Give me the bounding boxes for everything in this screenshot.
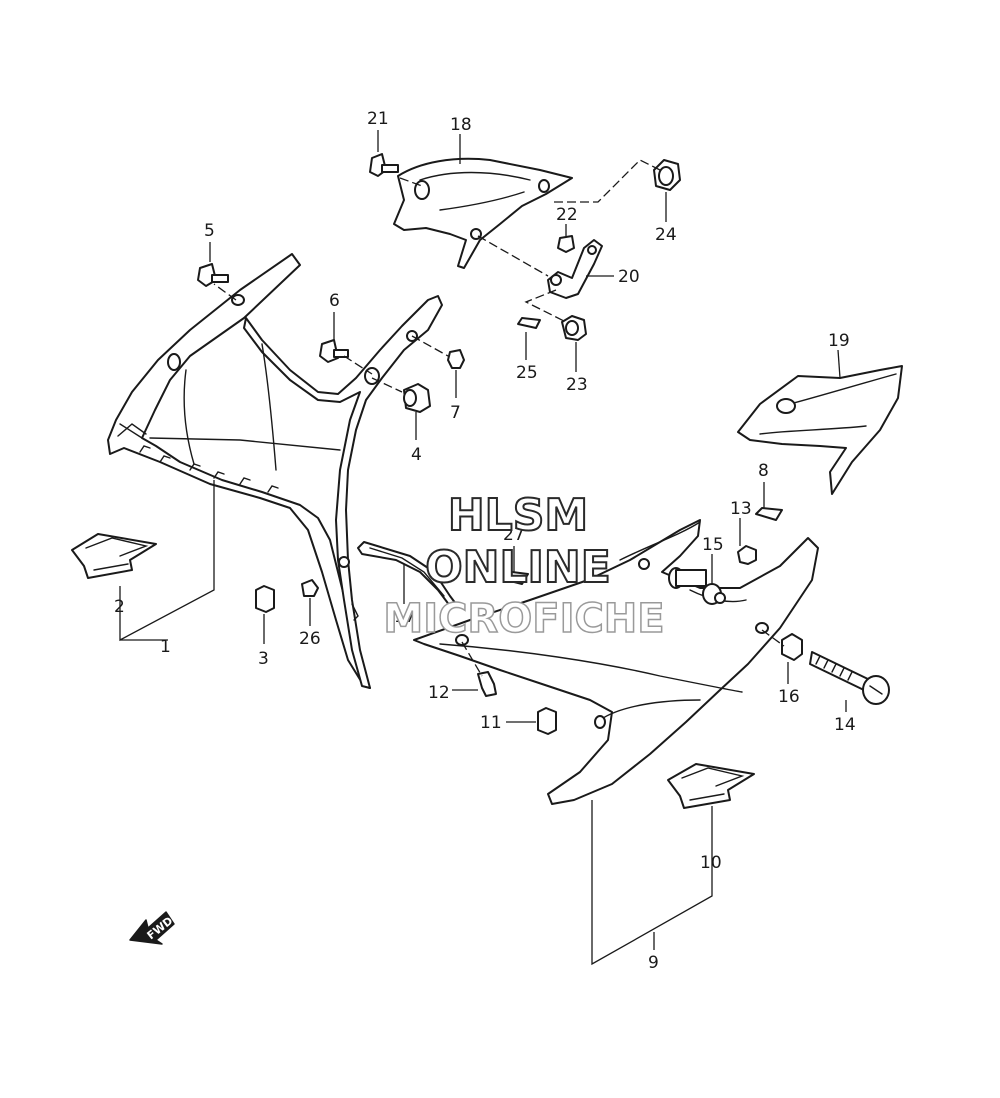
- callout-7: 7: [450, 403, 461, 423]
- callout-16: 16: [778, 687, 800, 707]
- trim-strip: [357, 541, 457, 607]
- callout-4: 4: [411, 445, 422, 465]
- callout-1: 1: [160, 637, 171, 657]
- nut-7: [447, 349, 465, 369]
- grommet-4: [403, 383, 431, 413]
- callout-12: 12: [428, 683, 450, 703]
- callout-19: 19: [828, 331, 850, 351]
- tape-27: [505, 571, 529, 585]
- nut-13: [737, 545, 757, 565]
- callout-3: 3: [258, 649, 269, 669]
- watermark-line-3: MICROFICHE: [383, 596, 664, 642]
- callout-9: 9: [648, 953, 659, 973]
- watermark-line-1: HLSM: [448, 490, 588, 541]
- screw-6: [319, 339, 349, 363]
- callout-5: 5: [204, 221, 215, 241]
- cushion-3: [255, 585, 275, 613]
- clip-26: [301, 579, 319, 597]
- inner-bracket: [393, 157, 573, 269]
- callout-25: 25: [516, 363, 538, 383]
- callout-26: 26: [299, 629, 321, 649]
- callout-13: 13: [730, 499, 752, 519]
- tape-25: [517, 317, 541, 329]
- callout-22: 22: [556, 205, 578, 225]
- callout-2: 2: [114, 597, 125, 617]
- callout-23: 23: [566, 375, 588, 395]
- washer-16: [781, 633, 803, 661]
- callout-17: 17: [394, 607, 416, 627]
- callout-11: 11: [480, 713, 502, 733]
- callout-18: 18: [450, 115, 472, 135]
- callout-6: 6: [329, 291, 340, 311]
- callout-10: 10: [700, 853, 722, 873]
- upper-cowling: [107, 253, 443, 689]
- bolt-14: [809, 651, 890, 705]
- cushion-11: [537, 707, 557, 735]
- callout-15: 15: [702, 535, 724, 555]
- callout-24: 24: [655, 225, 677, 245]
- callout-20: 20: [618, 267, 640, 287]
- tape-8: [755, 507, 783, 521]
- collar-15: [668, 567, 726, 605]
- screw-21: [369, 153, 399, 177]
- emblem-10: [667, 763, 755, 809]
- forward-arrow-icon: FWD: [129, 911, 175, 945]
- callout-14: 14: [834, 715, 856, 735]
- emblem-2: [71, 533, 157, 579]
- callout-8: 8: [758, 461, 769, 481]
- screw-22: [557, 235, 575, 253]
- clip-20: [547, 239, 603, 299]
- screw-5: [197, 263, 229, 287]
- screw-12: [477, 671, 497, 697]
- callout-21: 21: [367, 109, 389, 129]
- grommet-24: [653, 159, 681, 191]
- side-cover: [737, 365, 903, 495]
- watermark-line-2: ONLINE: [425, 542, 611, 593]
- nut-23: [561, 315, 587, 341]
- callout-27: 27: [503, 525, 525, 545]
